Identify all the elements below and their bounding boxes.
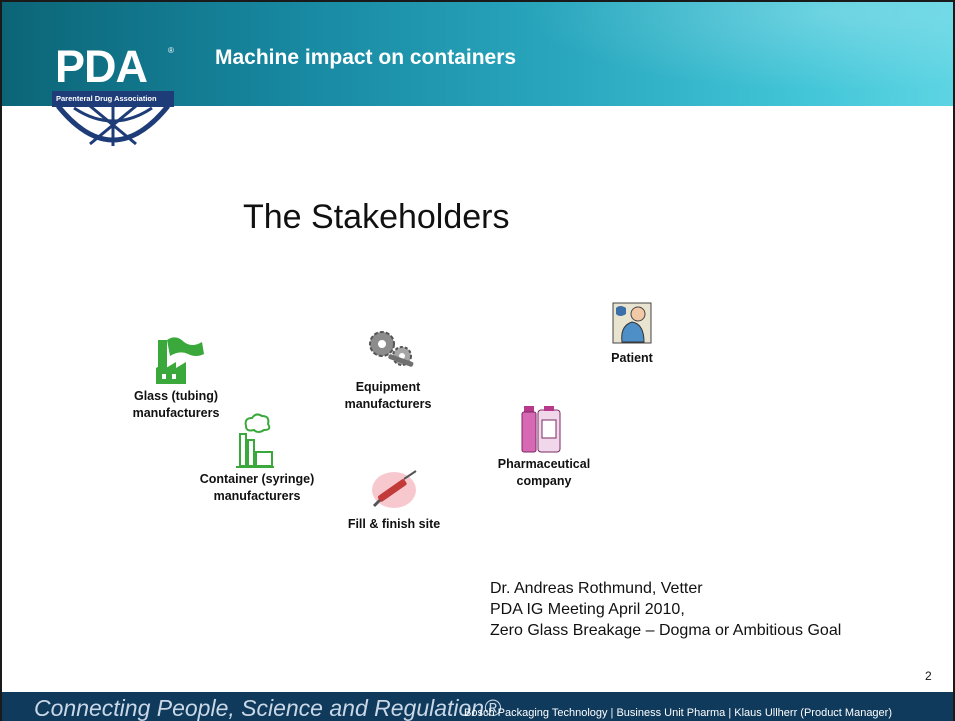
stakeholders-heading: The Stakeholders (243, 198, 510, 236)
gears-icon (369, 331, 414, 367)
citation-block: Dr. Andreas Rothmund, Vetter PDA IG Meet… (490, 578, 841, 641)
footer-bar: Connecting People, Science and Regulatio… (2, 692, 953, 721)
patient-icon (612, 302, 652, 344)
slide-title: Machine impact on containers (215, 46, 517, 69)
logo-text: PDA (55, 41, 148, 92)
pda-logo: PDA ® Parenteral Drug Association (52, 44, 176, 152)
citation-line: PDA IG Meeting April 2010, (490, 601, 685, 618)
citation-line: Dr. Andreas Rothmund, Vetter (490, 580, 703, 597)
page-number: 2 (925, 669, 932, 683)
logo-bar (52, 91, 174, 107)
vial-icon (521, 406, 561, 453)
stakeholder-glass-label: Glass (tubing)manufacturers (132, 389, 220, 420)
factory-smoke-icon (236, 413, 274, 468)
citation-line: Zero Glass Breakage – Dogma or Ambitious… (490, 622, 842, 639)
logo-registered-mark: ® (168, 46, 174, 55)
header-swirl (473, 2, 953, 106)
syringe-icon (372, 470, 417, 508)
header-banner: Machine impact on containers (2, 2, 953, 106)
footer-slogan: Connecting People, Science and Regulatio… (34, 695, 502, 721)
stakeholder-container-label: Container (syringe)manufacturers (199, 472, 315, 503)
factory-icon (156, 337, 204, 384)
globe-icon (56, 104, 170, 146)
logo-subtitle: Parenteral Drug Association (56, 94, 157, 103)
footer-credit: Bosch Packaging Technology | Business Un… (464, 707, 892, 719)
stakeholder-fill-finish-label: Fill & finish site (347, 517, 441, 531)
stakeholder-patient-label: Patient (611, 351, 653, 365)
